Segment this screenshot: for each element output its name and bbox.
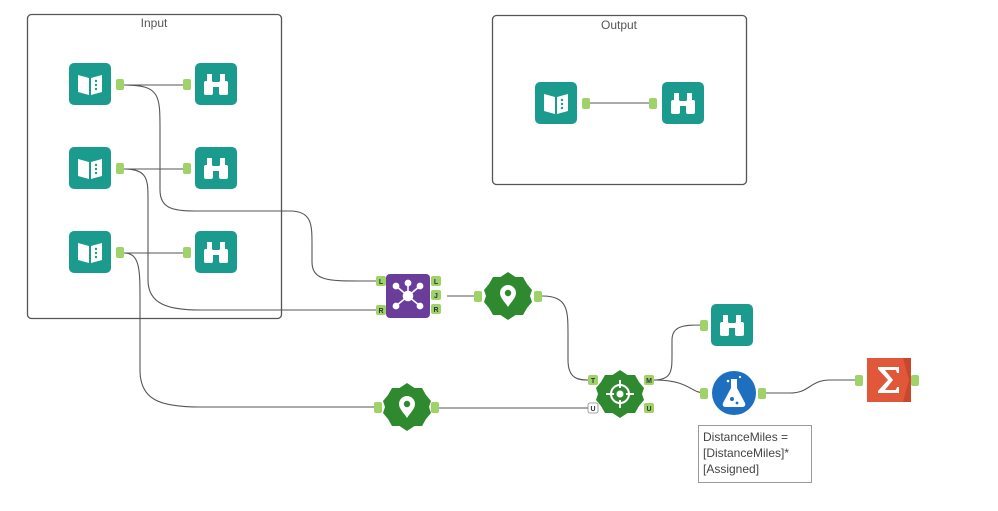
join-right-input-anchor[interactable]: R xyxy=(376,305,386,315)
annotation-line-1: DistanceMiles = xyxy=(703,430,789,444)
output-container[interactable]: Output xyxy=(491,14,748,186)
browse-tool-4[interactable] xyxy=(711,304,753,346)
input-anchor[interactable] xyxy=(183,247,191,258)
join-out-join-label: J xyxy=(434,293,438,300)
input-data-tool-2[interactable] xyxy=(69,147,111,189)
join-out-right-label: R xyxy=(433,307,438,314)
join-left-label: L xyxy=(379,279,384,286)
create-points-tool-2[interactable] xyxy=(383,383,431,431)
crosshair-icon xyxy=(606,380,634,408)
find-matched-label: M xyxy=(646,378,652,385)
sigma-icon xyxy=(878,367,899,393)
find-nearest-target-anchor[interactable]: T xyxy=(588,375,598,385)
connection-findnearest-browse[interactable] xyxy=(653,324,706,381)
join-left-input-anchor[interactable]: L xyxy=(376,276,386,286)
output-anchor[interactable] xyxy=(431,402,439,413)
output-input-data-tool[interactable] xyxy=(535,82,577,124)
input-anchor[interactable] xyxy=(183,79,191,90)
input-container-title: Input xyxy=(141,16,168,30)
input-anchor[interactable] xyxy=(374,402,382,413)
input-anchor[interactable] xyxy=(855,375,863,386)
output-anchor[interactable] xyxy=(116,163,124,174)
output-browse-tool[interactable] xyxy=(662,82,704,124)
join-right-output-anchor[interactable]: R xyxy=(431,304,441,314)
connection-input1-join-left[interactable] xyxy=(123,84,378,282)
connection-spatial1-findnearest-target[interactable] xyxy=(541,295,589,381)
find-target-label: T xyxy=(591,378,596,385)
connection-input3-spatial2[interactable] xyxy=(123,252,378,408)
formula-annotation: DistanceMiles = [DistanceMiles]* [Assign… xyxy=(698,425,812,483)
formula-tool[interactable] xyxy=(712,371,756,415)
input-data-tool-1[interactable] xyxy=(69,63,111,105)
find-nearest-matched-anchor[interactable]: M xyxy=(644,375,654,385)
input-anchor[interactable] xyxy=(183,163,191,174)
find-nearest-tool[interactable] xyxy=(596,370,644,418)
output-anchor[interactable] xyxy=(911,375,919,386)
join-icon xyxy=(392,279,424,310)
input-anchor[interactable] xyxy=(474,291,482,302)
create-points-tool-1[interactable] xyxy=(484,272,532,320)
connection-formula-summarize[interactable] xyxy=(766,379,857,394)
connection-input2-join-right[interactable] xyxy=(123,168,378,311)
find-unmatched-label: U xyxy=(646,406,651,413)
output-anchor[interactable] xyxy=(116,247,124,258)
find-nearest-unmatched-anchor[interactable]: U xyxy=(644,403,654,413)
connection-findnearest-formula[interactable] xyxy=(653,379,706,394)
find-universe-label: U xyxy=(590,406,595,413)
output-anchor[interactable] xyxy=(534,291,542,302)
find-nearest-universe-anchor[interactable]: U xyxy=(587,402,599,414)
join-tool[interactable] xyxy=(386,274,430,318)
browse-tool-1[interactable] xyxy=(195,63,237,105)
input-anchor[interactable] xyxy=(649,98,657,109)
input-container[interactable]: Input xyxy=(26,13,283,320)
connections xyxy=(123,84,857,409)
input-data-tool-3[interactable] xyxy=(69,231,111,273)
output-anchor[interactable] xyxy=(758,388,766,399)
output-anchor[interactable] xyxy=(116,79,124,90)
browse-tool-3[interactable] xyxy=(195,231,237,273)
flask-icon xyxy=(722,375,746,407)
join-right-label: R xyxy=(378,308,383,315)
join-left-output-anchor[interactable]: L xyxy=(431,276,441,286)
summarize-tool[interactable] xyxy=(867,358,911,402)
join-out-left-label: L xyxy=(434,279,439,286)
browse-tool-2[interactable] xyxy=(195,147,237,189)
annotation-line-2: [DistanceMiles]* xyxy=(703,446,790,460)
join-join-output-anchor[interactable]: J xyxy=(431,290,441,300)
input-anchor[interactable] xyxy=(700,388,708,399)
input-anchor[interactable] xyxy=(700,320,708,331)
annotation-line-3: [Assigned] xyxy=(703,462,760,476)
output-anchor[interactable] xyxy=(582,98,590,109)
output-container-title: Output xyxy=(601,18,638,32)
